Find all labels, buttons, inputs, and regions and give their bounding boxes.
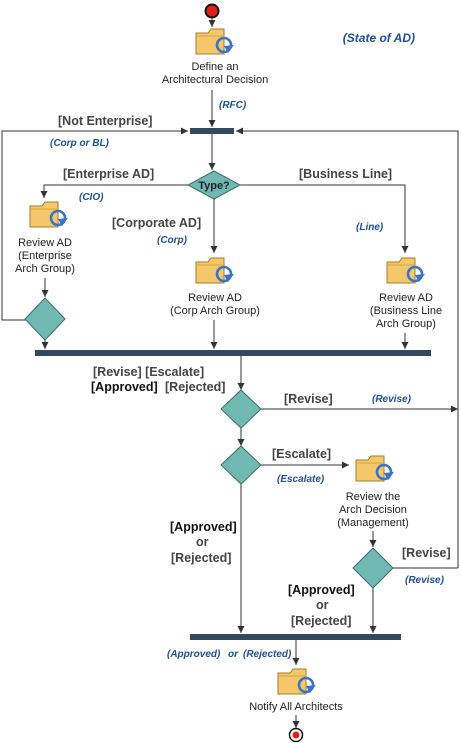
edge-type-business — [240, 184, 409, 253]
guard-escalate: [Escalate] — [272, 447, 331, 461]
guard-business-line: [Business Line] — [299, 167, 392, 181]
review-mgmt-label-2: Arch Decision — [339, 504, 407, 516]
review-corp-label-2: (Corp Arch Group) — [170, 305, 260, 317]
activity-icon — [194, 256, 236, 285]
escalate-decision — [220, 445, 262, 485]
mgmt-rejected: [Rejected] — [291, 614, 351, 628]
management-decision — [352, 547, 394, 589]
mgmt-approved: [Approved] — [288, 583, 355, 597]
revise-decision — [220, 389, 262, 429]
final-rejected-state: (Rejected) — [243, 649, 292, 660]
guard-rejected: [Rejected] — [165, 380, 225, 394]
review-business-label-3: Arch Group) — [376, 318, 436, 330]
edge-revise-loop — [236, 127, 459, 568]
review-management-activity: Review the Arch Decision (Management) — [337, 454, 409, 529]
type-label: Type? — [198, 180, 230, 192]
revise-state: (Revise) — [372, 394, 412, 405]
review-business-label-2: (Business Line — [370, 305, 442, 317]
review-corp-activity: Review AD (Corp Arch Group) — [170, 256, 260, 317]
activity-icon — [385, 256, 427, 285]
define-ad-label-1: Define an — [191, 61, 238, 73]
review-enterprise-label-3: Arch Group) — [15, 263, 75, 275]
activity-icon — [276, 667, 318, 696]
end-node — [288, 727, 304, 743]
final-approved-state: (Approved) — [167, 649, 221, 660]
activity-icon — [194, 27, 236, 56]
corp-or-bl-state: (Corp or BL) — [50, 138, 110, 149]
guard-not-enterprise: [Not Enterprise] — [58, 114, 152, 128]
define-ad-label-2: Architectural Decision — [162, 74, 268, 86]
enterprise-decision — [24, 297, 66, 341]
rfc-state: (RFC) — [219, 100, 247, 111]
review-corp-label-1: Review AD — [188, 292, 242, 304]
escalate-state: (Escalate) — [277, 474, 325, 485]
final-or: or — [228, 649, 239, 660]
type-decision: Type? — [186, 170, 242, 200]
notify-label: Notify All Architects — [249, 701, 343, 713]
guard-revise: [Revise] — [284, 392, 333, 406]
guard-corporate-ad: [Corporate AD] — [112, 216, 201, 230]
rejected-label: [Rejected] — [171, 551, 231, 565]
review-business-activity: Review AD (Business Line Arch Group) — [370, 256, 442, 330]
review-mgmt-label-1: Review the — [346, 491, 400, 503]
guard-approved: [Approved] — [91, 380, 158, 394]
review-enterprise-activity: Review AD (Enterprise Arch Group) — [15, 200, 75, 275]
state-title: (State of AD) — [343, 31, 415, 45]
join-bar — [35, 350, 431, 356]
edge-not-enterprise-loop — [1, 127, 188, 321]
or-label: or — [196, 535, 209, 549]
guard-enterprise-ad: [Enterprise AD] — [63, 167, 154, 181]
activity-icon — [354, 454, 396, 483]
line-state: (Line) — [356, 222, 384, 233]
corp-state: (Corp) — [157, 235, 188, 246]
edge-type-enterprise — [40, 184, 188, 198]
approved-label: [Approved] — [170, 520, 237, 534]
review-enterprise-label-2: (Enterprise — [18, 250, 72, 262]
review-enterprise-label-1: Review AD — [18, 237, 72, 249]
merge-bar-top — [190, 128, 234, 134]
review-business-label-1: Review AD — [379, 292, 433, 304]
define-ad-activity: Define an Architectural Decision — [162, 27, 268, 86]
notify-activity: Notify All Architects — [249, 667, 343, 713]
final-join-bar — [190, 634, 401, 640]
guard-revise-escalate: [Revise] [Escalate] — [93, 365, 204, 379]
review-mgmt-label-3: (Management) — [337, 517, 409, 529]
guard-revise-2: [Revise] — [402, 546, 451, 560]
start-node — [204, 3, 220, 19]
mgmt-or: or — [316, 598, 329, 612]
revise-state-2: (Revise) — [405, 575, 445, 586]
activity-icon — [28, 200, 70, 229]
cio-state: (CIO) — [79, 192, 104, 203]
